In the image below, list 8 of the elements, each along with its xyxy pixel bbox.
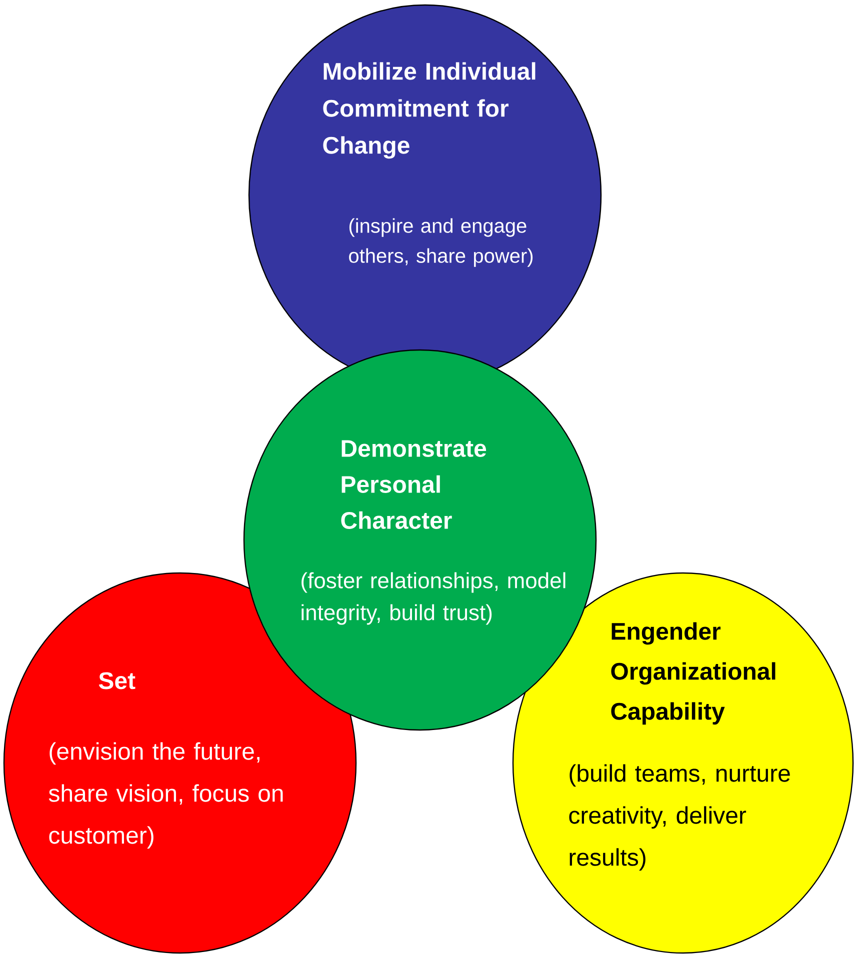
circle-body: (envision the future, share vision, focus on customer) (48, 742, 283, 849)
circle-heading: Demonstrate Personal Character (341, 440, 486, 529)
circle-heading: Mobilize Individual Commitment for Change (323, 62, 536, 159)
circle-body: (foster relationships, model integrity, build trust) (302, 572, 566, 625)
circle-body: (inspire and engage others, share power) (349, 218, 533, 267)
circle-heading: Engender Organizational Capability (611, 622, 776, 725)
circle-body: (build teams, nurture creativity, deliver results) (569, 764, 790, 871)
circle-heading: Set (98, 672, 136, 690)
